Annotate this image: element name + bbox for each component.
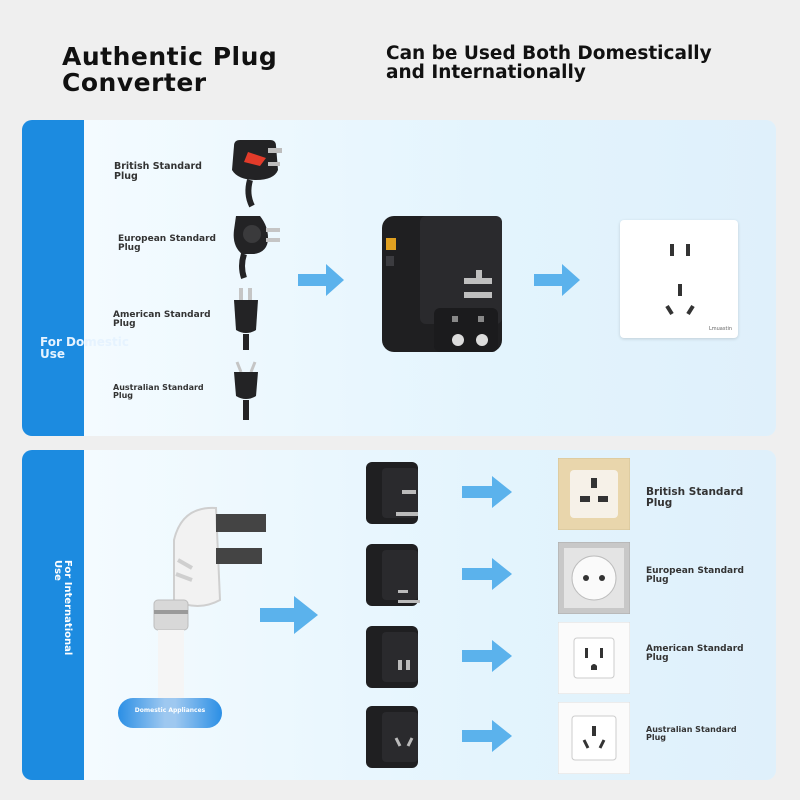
- arrow-right-icon: [462, 720, 512, 752]
- arrow-right-icon: [462, 558, 512, 590]
- arrow-right-icon: [298, 264, 344, 296]
- adapter-american-image: [366, 626, 418, 688]
- appliance-badge: Domestic Appliances: [118, 698, 222, 728]
- white-plug-image: [153, 506, 266, 700]
- adapter-european-image: [366, 544, 420, 606]
- arrow-right-icon: [462, 476, 512, 508]
- adapter-australian-image: [366, 706, 418, 768]
- american-socket-label: American Standard Plug: [646, 644, 744, 663]
- arrow-right-icon: [534, 264, 580, 296]
- american-plug-icon: [234, 288, 258, 350]
- arrow-right-icon: [462, 640, 512, 672]
- domestic-side-bar: [22, 120, 84, 436]
- international-side-bar: [22, 450, 84, 780]
- american-plug-label: American Standard Plug: [113, 310, 211, 329]
- travel-adapter-image: [382, 216, 502, 352]
- australian-plug-label: Australian Standard Plug: [113, 383, 204, 400]
- page-subtitle: Can be Used Both Domestically and Intern…: [386, 43, 712, 84]
- socket-holes-icon: [665, 244, 695, 316]
- european-plug-icon: [233, 216, 280, 279]
- domestic-side-label: For Domestic Use: [40, 335, 130, 361]
- arrow-right-icon: [260, 596, 318, 634]
- british-plug-label: British Standard Plug: [114, 161, 202, 182]
- australian-socket-label: Australian Standard Plug: [646, 725, 737, 742]
- international-side-label: For International Use: [52, 560, 73, 656]
- european-plug-label: European Standard Plug: [118, 234, 216, 253]
- european-socket-image: [558, 542, 630, 614]
- australian-socket-image: [558, 702, 630, 774]
- british-plug-icon: [232, 140, 282, 208]
- adapter-british-image: [366, 462, 418, 524]
- european-socket-label: European Standard Plug: [646, 566, 744, 585]
- socket-brand: Lmuastin: [708, 326, 732, 332]
- appliance-badge-label: Domestic Appliances: [134, 707, 206, 714]
- american-socket-image: [558, 622, 630, 694]
- wall-socket-image: Lmuastin: [620, 220, 738, 338]
- australian-plug-icon: [234, 361, 258, 420]
- british-socket-label: British Standard Plug: [646, 486, 744, 509]
- british-socket-image: [558, 458, 630, 530]
- page-title: Authentic Plug Converter: [62, 42, 278, 98]
